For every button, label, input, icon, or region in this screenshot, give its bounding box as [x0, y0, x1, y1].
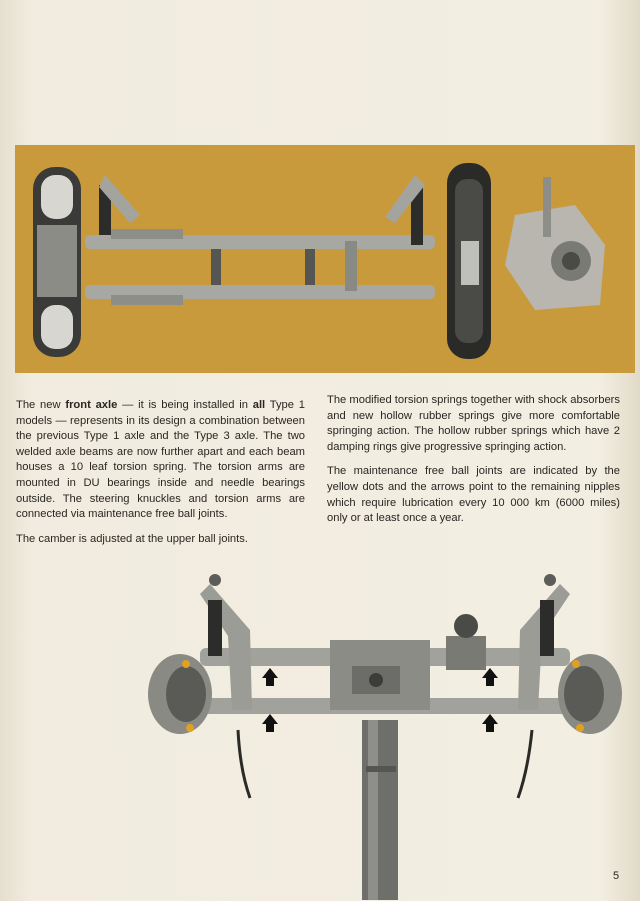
left-text-column: The new front axle — it is being install…: [16, 398, 305, 556]
front-axle-stand-photo: [148, 574, 622, 900]
front-axle-paragraph: The new front axle — it is being install…: [16, 398, 305, 523]
right-text-column: The modified torsion springs together wi…: [327, 393, 620, 536]
front-axle-term: front axle: [65, 399, 118, 411]
page-number: 5: [613, 870, 620, 882]
text-span: — it is being installed in: [117, 399, 253, 411]
front-axle-top-view-photo: [15, 145, 635, 373]
text-span: The new: [16, 399, 66, 411]
torsion-springs-paragraph: The modified torsion springs together wi…: [327, 394, 620, 453]
text-span: Type 1 models — represents in its design…: [16, 399, 305, 521]
camber-paragraph: The camber is adjusted at the upper ball…: [16, 532, 248, 545]
ball-joints-paragraph: The maintenance free ball joints are ind…: [327, 465, 620, 525]
axle-top-view-illustration: [33, 163, 605, 359]
all-term: all: [252, 399, 266, 411]
